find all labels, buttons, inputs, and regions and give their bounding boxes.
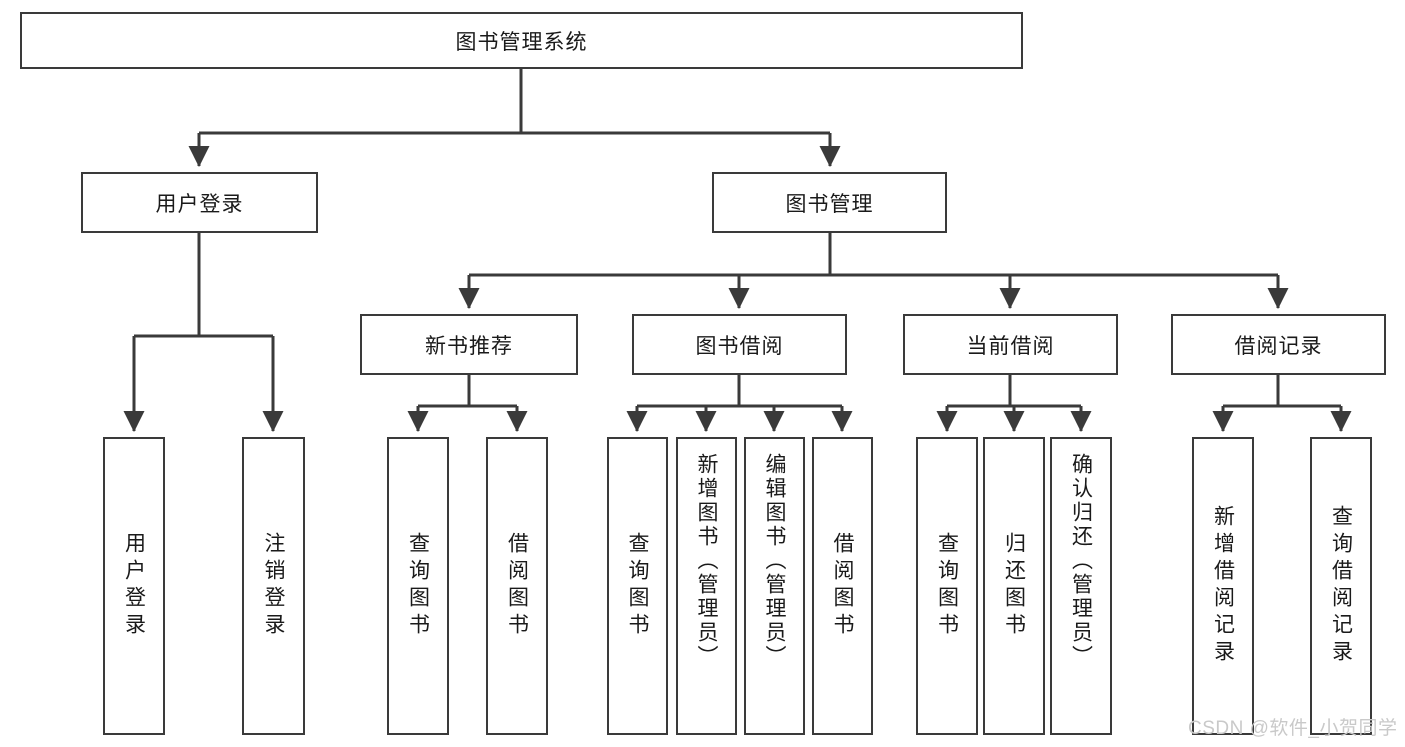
node-leaf-borrow-books-recommend[interactable]: 借阅图书 [486,437,548,735]
node-label: 用户登录 [155,192,244,216]
node-label: 编辑图书（管理员） [763,453,786,669]
node-leaf-query-borrow-record[interactable]: 查询借阅记录 [1310,437,1372,735]
node-leaf-return-books[interactable]: 归还图书 [983,437,1045,735]
node-label: 查询图书 [406,532,430,640]
node-leaf-query-books-current[interactable]: 查询图书 [916,437,978,735]
node-label: 查询图书 [626,532,649,640]
node-leaf-confirm-return-admin[interactable]: 确认归还（管理员） [1050,437,1112,735]
node-current-borrow[interactable]: 当前借阅 [903,314,1118,375]
node-leaf-add-borrow-record[interactable]: 新增借阅记录 [1192,437,1254,735]
node-label: 借阅图书 [831,532,854,640]
csdn-watermark: CSDN @软件_小贺同学 [1188,718,1398,739]
node-leaf-user-login[interactable]: 用户登录 [103,437,165,735]
node-leaf-add-book-admin[interactable]: 新增图书（管理员） [676,437,737,735]
node-label: 图书管理 [785,192,874,216]
node-book-management[interactable]: 图书管理 [712,172,947,233]
node-leaf-query-books-recommend[interactable]: 查询图书 [387,437,449,735]
node-leaf-logout[interactable]: 注销登录 [242,437,305,735]
node-label: 归还图书 [1002,532,1026,640]
node-label: 图书管理系统 [455,30,588,54]
node-borrow-records[interactable]: 借阅记录 [1171,314,1386,375]
node-book-borrow[interactable]: 图书借阅 [632,314,847,375]
node-label: 新增图书（管理员） [695,453,718,669]
node-label: 借阅记录 [1234,334,1323,358]
node-new-book-recommend[interactable]: 新书推荐 [360,314,578,375]
node-label: 查询借阅记录 [1329,505,1353,667]
node-label: 图书借阅 [695,334,784,358]
node-book-management-system[interactable]: 图书管理系统 [20,12,1023,69]
node-label: 借阅图书 [505,532,529,640]
node-label: 新书推荐 [425,334,513,358]
node-user-login[interactable]: 用户登录 [81,172,318,233]
node-label: 查询图书 [935,532,959,640]
node-label: 注销登录 [262,532,285,640]
node-label: 确认归还（管理员） [1069,453,1093,669]
node-label: 用户登录 [122,532,146,640]
node-leaf-borrow-books[interactable]: 借阅图书 [812,437,873,735]
node-leaf-query-books-borrow[interactable]: 查询图书 [607,437,668,735]
node-label: 新增借阅记录 [1211,505,1235,667]
node-label: 当前借阅 [966,334,1055,358]
node-leaf-edit-book-admin[interactable]: 编辑图书（管理员） [744,437,805,735]
